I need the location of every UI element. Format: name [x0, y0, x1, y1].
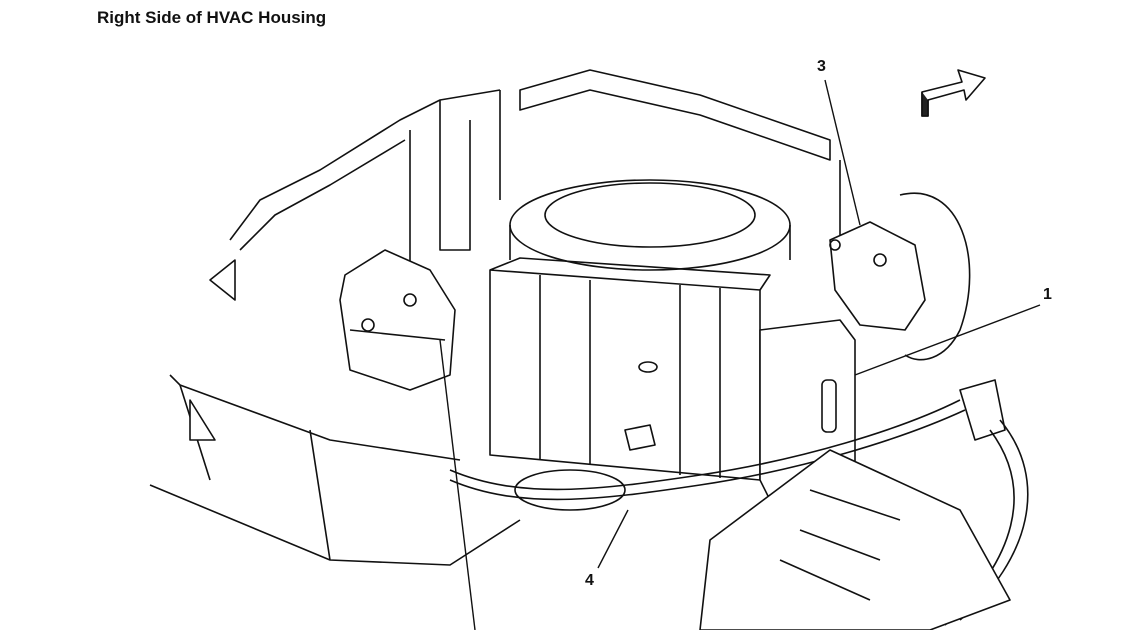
left-bracket [209, 89, 501, 360]
blower-bottom [514, 469, 626, 511]
diagram-title: Right Side of HVAC Housing [97, 8, 327, 27]
callout-1: 1 [1043, 286, 1052, 303]
callout-3: 3 [817, 58, 826, 75]
lower-bracket [699, 449, 1011, 630]
leader-lines [439, 79, 1041, 630]
filter-case [489, 257, 771, 481]
left-actuator [339, 249, 456, 391]
direction-arrow-icon [921, 69, 986, 117]
callout-4: 4 [585, 572, 594, 589]
lower-housing [149, 374, 521, 566]
right-actuator [829, 192, 971, 361]
blower-housing [499, 69, 841, 271]
